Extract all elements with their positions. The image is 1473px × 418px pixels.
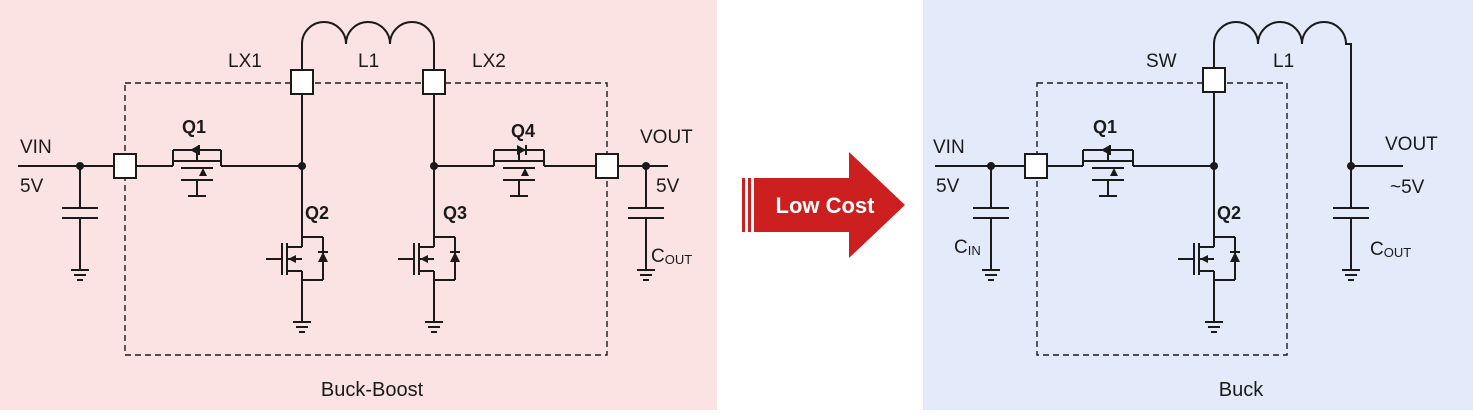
cin-label: CIN xyxy=(954,237,981,258)
buck-schematic: VIN 5V CIN SW L1 Q1 Q2 VOUT ~5V COUT Buc… xyxy=(923,0,1473,410)
buck-boost-schematic: VIN 5V LX1 L1 LX2 Q1 Q2 Q3 Q4 VOUT 5V CO… xyxy=(0,0,717,410)
q4-label: Q4 xyxy=(511,121,535,141)
buck-panel: VIN 5V CIN SW L1 Q1 Q2 VOUT ~5V COUT Buc… xyxy=(923,0,1473,410)
pin-vin xyxy=(1024,153,1048,179)
ground-icon xyxy=(293,321,311,333)
vout-label: VOUT xyxy=(1385,134,1438,155)
low-cost-arrow: Low Cost xyxy=(717,0,923,410)
ground-icon xyxy=(1342,269,1360,281)
lx2-label: LX2 xyxy=(472,51,506,72)
lx1-label: LX1 xyxy=(228,51,262,72)
mosfet-q1 xyxy=(1082,145,1134,197)
ground-icon xyxy=(1205,321,1223,333)
inductor-l1 xyxy=(1213,21,1352,166)
mosfet-q1 xyxy=(136,145,222,197)
mosfet-q2 xyxy=(266,236,328,322)
arrow-graphic: Low Cost xyxy=(742,152,905,258)
vin-value-label: 5V xyxy=(20,176,44,197)
ground-icon xyxy=(637,269,655,281)
input-capacitor xyxy=(973,166,1009,270)
ground-icon xyxy=(71,269,89,281)
cout-label: COUT xyxy=(1370,239,1411,260)
pin-lx2 xyxy=(422,69,446,95)
output-capacitor xyxy=(628,166,664,270)
ic-boundary xyxy=(124,82,608,356)
cout-label: COUT xyxy=(651,246,692,267)
vin-label: VIN xyxy=(20,137,52,158)
vout-value-label: ~5V xyxy=(1390,177,1425,198)
sw-label: SW xyxy=(1146,51,1177,72)
low-cost-label: Low Cost xyxy=(776,193,876,218)
pin-vout xyxy=(595,153,619,179)
buck-background xyxy=(923,0,1473,410)
vin-value-label: 5V xyxy=(936,176,960,197)
vin-label: VIN xyxy=(933,137,965,158)
buck-boost-panel: VIN 5V LX1 L1 LX2 Q1 Q2 Q3 Q4 VOUT 5V CO… xyxy=(0,0,717,410)
ic-boundary xyxy=(1036,82,1288,356)
pin-vin xyxy=(113,153,137,179)
q1-label: Q1 xyxy=(1093,117,1117,137)
pin-lx1 xyxy=(290,69,314,95)
ground-icon xyxy=(425,321,443,333)
q2-label: Q2 xyxy=(305,203,329,223)
mosfet-q3 xyxy=(398,236,460,322)
vout-value-label: 5V xyxy=(656,176,680,197)
buck-caption: Buck xyxy=(1219,379,1264,401)
output-capacitor xyxy=(1333,166,1369,270)
inductor-label: L1 xyxy=(358,51,379,72)
q1-label: Q1 xyxy=(182,117,206,137)
sw-node xyxy=(1210,162,1218,170)
buck-boost-background xyxy=(0,0,717,410)
pin-sw xyxy=(1202,67,1226,93)
buck-boost-caption: Buck-Boost xyxy=(321,379,424,401)
lx1-node xyxy=(298,162,306,170)
vout-label: VOUT xyxy=(640,127,693,148)
q2-label: Q2 xyxy=(1217,203,1241,223)
q3-label: Q3 xyxy=(443,203,467,223)
mosfet-q4 xyxy=(493,145,545,197)
inductor-l1 xyxy=(301,21,435,70)
inductor-label: L1 xyxy=(1273,51,1294,72)
arrow-right-icon xyxy=(742,152,905,258)
mosfet-q2 xyxy=(1178,236,1240,322)
ground-icon xyxy=(982,269,1000,281)
input-capacitor xyxy=(62,166,98,270)
